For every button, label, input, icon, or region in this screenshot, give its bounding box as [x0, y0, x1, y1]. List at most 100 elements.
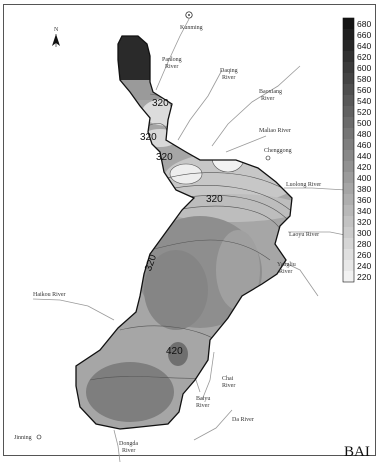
colorbar-swatch [343, 249, 354, 260]
colorbar-swatch [343, 29, 354, 40]
colorbar-swatch [343, 51, 354, 62]
place-label: River [261, 96, 274, 102]
colorbar-tick-label: 480 [357, 129, 371, 139]
place-label: Chai [222, 376, 234, 382]
panlong-river [155, 18, 190, 91]
colorbar-swatch [343, 194, 354, 205]
chai-river [201, 351, 215, 401]
band-3 [162, 194, 292, 222]
south-core [144, 250, 208, 330]
place-label: River [222, 383, 235, 389]
chenggong-marker-icon [265, 155, 271, 161]
colorbar-swatch [343, 40, 354, 51]
colorbar-tick-label: 400 [357, 173, 371, 183]
place-label: River [196, 403, 209, 409]
place-label: River [165, 64, 178, 70]
colorbar-swatch [343, 150, 354, 161]
place-label: Dongda [119, 441, 138, 447]
colorbar-tick-label: 300 [357, 228, 371, 238]
south-tip [86, 362, 174, 422]
lake-outline [75, 35, 293, 430]
place-label: Jinning [14, 435, 32, 441]
contour-label: 320 [140, 132, 157, 143]
low-spot-1 [211, 143, 245, 173]
colorbar-tick-label: 240 [357, 261, 371, 271]
place-label: Kunming [180, 25, 203, 31]
figure-frame [3, 4, 376, 456]
place-label: Laoyu River [289, 232, 319, 238]
colorbar-swatch [343, 117, 354, 128]
colorbar-swatch [343, 106, 354, 117]
colorbar-tick-label: 660 [357, 30, 371, 40]
colorbar-tick-label: 440 [357, 151, 371, 161]
dark-spot [168, 342, 188, 366]
colorbar-border [342, 17, 355, 283]
colorbar-tick-label: 600 [357, 63, 371, 73]
colorbar-swatch [343, 73, 354, 84]
place-label: Daqing [220, 68, 238, 74]
colorbar-tick-label: 280 [357, 239, 371, 249]
place-label: Chenggong [264, 148, 292, 154]
contour-label: 320 [152, 98, 169, 109]
colorbar-swatch [343, 84, 354, 95]
dongda-river [113, 429, 121, 463]
place-label: River [122, 448, 135, 454]
place-label: Da River [232, 417, 254, 423]
place-label: River [279, 269, 292, 275]
colorbar-tick-label: 500 [357, 118, 371, 128]
laoyu-river [288, 231, 351, 237]
contour-lines [89, 93, 291, 381]
colorbar-swatch [343, 95, 354, 106]
colorbar-swatch [343, 128, 354, 139]
north-arrow-icon [52, 34, 60, 47]
colorbar-tick-label: 520 [357, 107, 371, 117]
colorbar-swatch [343, 271, 354, 282]
colorbar-tick-label: 640 [357, 41, 371, 51]
place-label: Luolong River [286, 182, 321, 188]
colorbar-tick-label: 360 [357, 195, 371, 205]
colorbar-tick-label: 260 [357, 250, 371, 260]
baoxiang-river [211, 65, 301, 147]
colorbar-tick-label: 220 [357, 272, 371, 282]
luolong-river [284, 187, 347, 191]
contour-label: 320 [206, 194, 223, 205]
haikou-river [32, 298, 115, 321]
colorbar-tick-label: 680 [357, 19, 371, 29]
daqing-river [177, 69, 223, 141]
da-river [193, 409, 233, 441]
colorbar-tick-label: 320 [357, 217, 371, 227]
colorbar-swatch [343, 238, 354, 249]
colorbar: 6806606406206005805605405205004804604404… [342, 17, 371, 283]
contour-label: 320 [156, 152, 173, 163]
colorbar-swatch [343, 183, 354, 194]
colorbar-tick-label: 420 [357, 162, 371, 172]
colorbar-tick-label: 620 [357, 52, 371, 62]
jinning-marker-icon [36, 434, 42, 440]
place-label: Baiyu [196, 396, 210, 402]
colorbar-tick-label: 460 [357, 140, 371, 150]
place-label: River [222, 75, 235, 81]
colorbar-tick-label: 580 [357, 74, 371, 84]
colorbar-tick-label: 560 [357, 85, 371, 95]
place-label: Baoxiang [259, 89, 282, 95]
kunming-marker-icon [185, 11, 193, 19]
colorbar-swatch [343, 161, 354, 172]
east-light [216, 230, 260, 310]
colorbar-tick-label: 540 [357, 96, 371, 106]
maliao-river [225, 135, 267, 153]
place-label: Haikou River [33, 292, 66, 298]
colorbar-swatch [343, 205, 354, 216]
river-lines [32, 18, 351, 463]
north-label: N [54, 27, 59, 33]
cutoff-text: BAI [344, 444, 370, 460]
colorbar-swatch [343, 227, 354, 238]
colorbar-swatch [343, 18, 354, 29]
contour-label: 420 [166, 346, 183, 357]
colorbar-swatch [343, 139, 354, 150]
colorbar-swatch [343, 172, 354, 183]
place-label: Yangliu [277, 262, 296, 268]
place-label: Panlong [162, 57, 182, 63]
colorbar-swatch [343, 62, 354, 73]
